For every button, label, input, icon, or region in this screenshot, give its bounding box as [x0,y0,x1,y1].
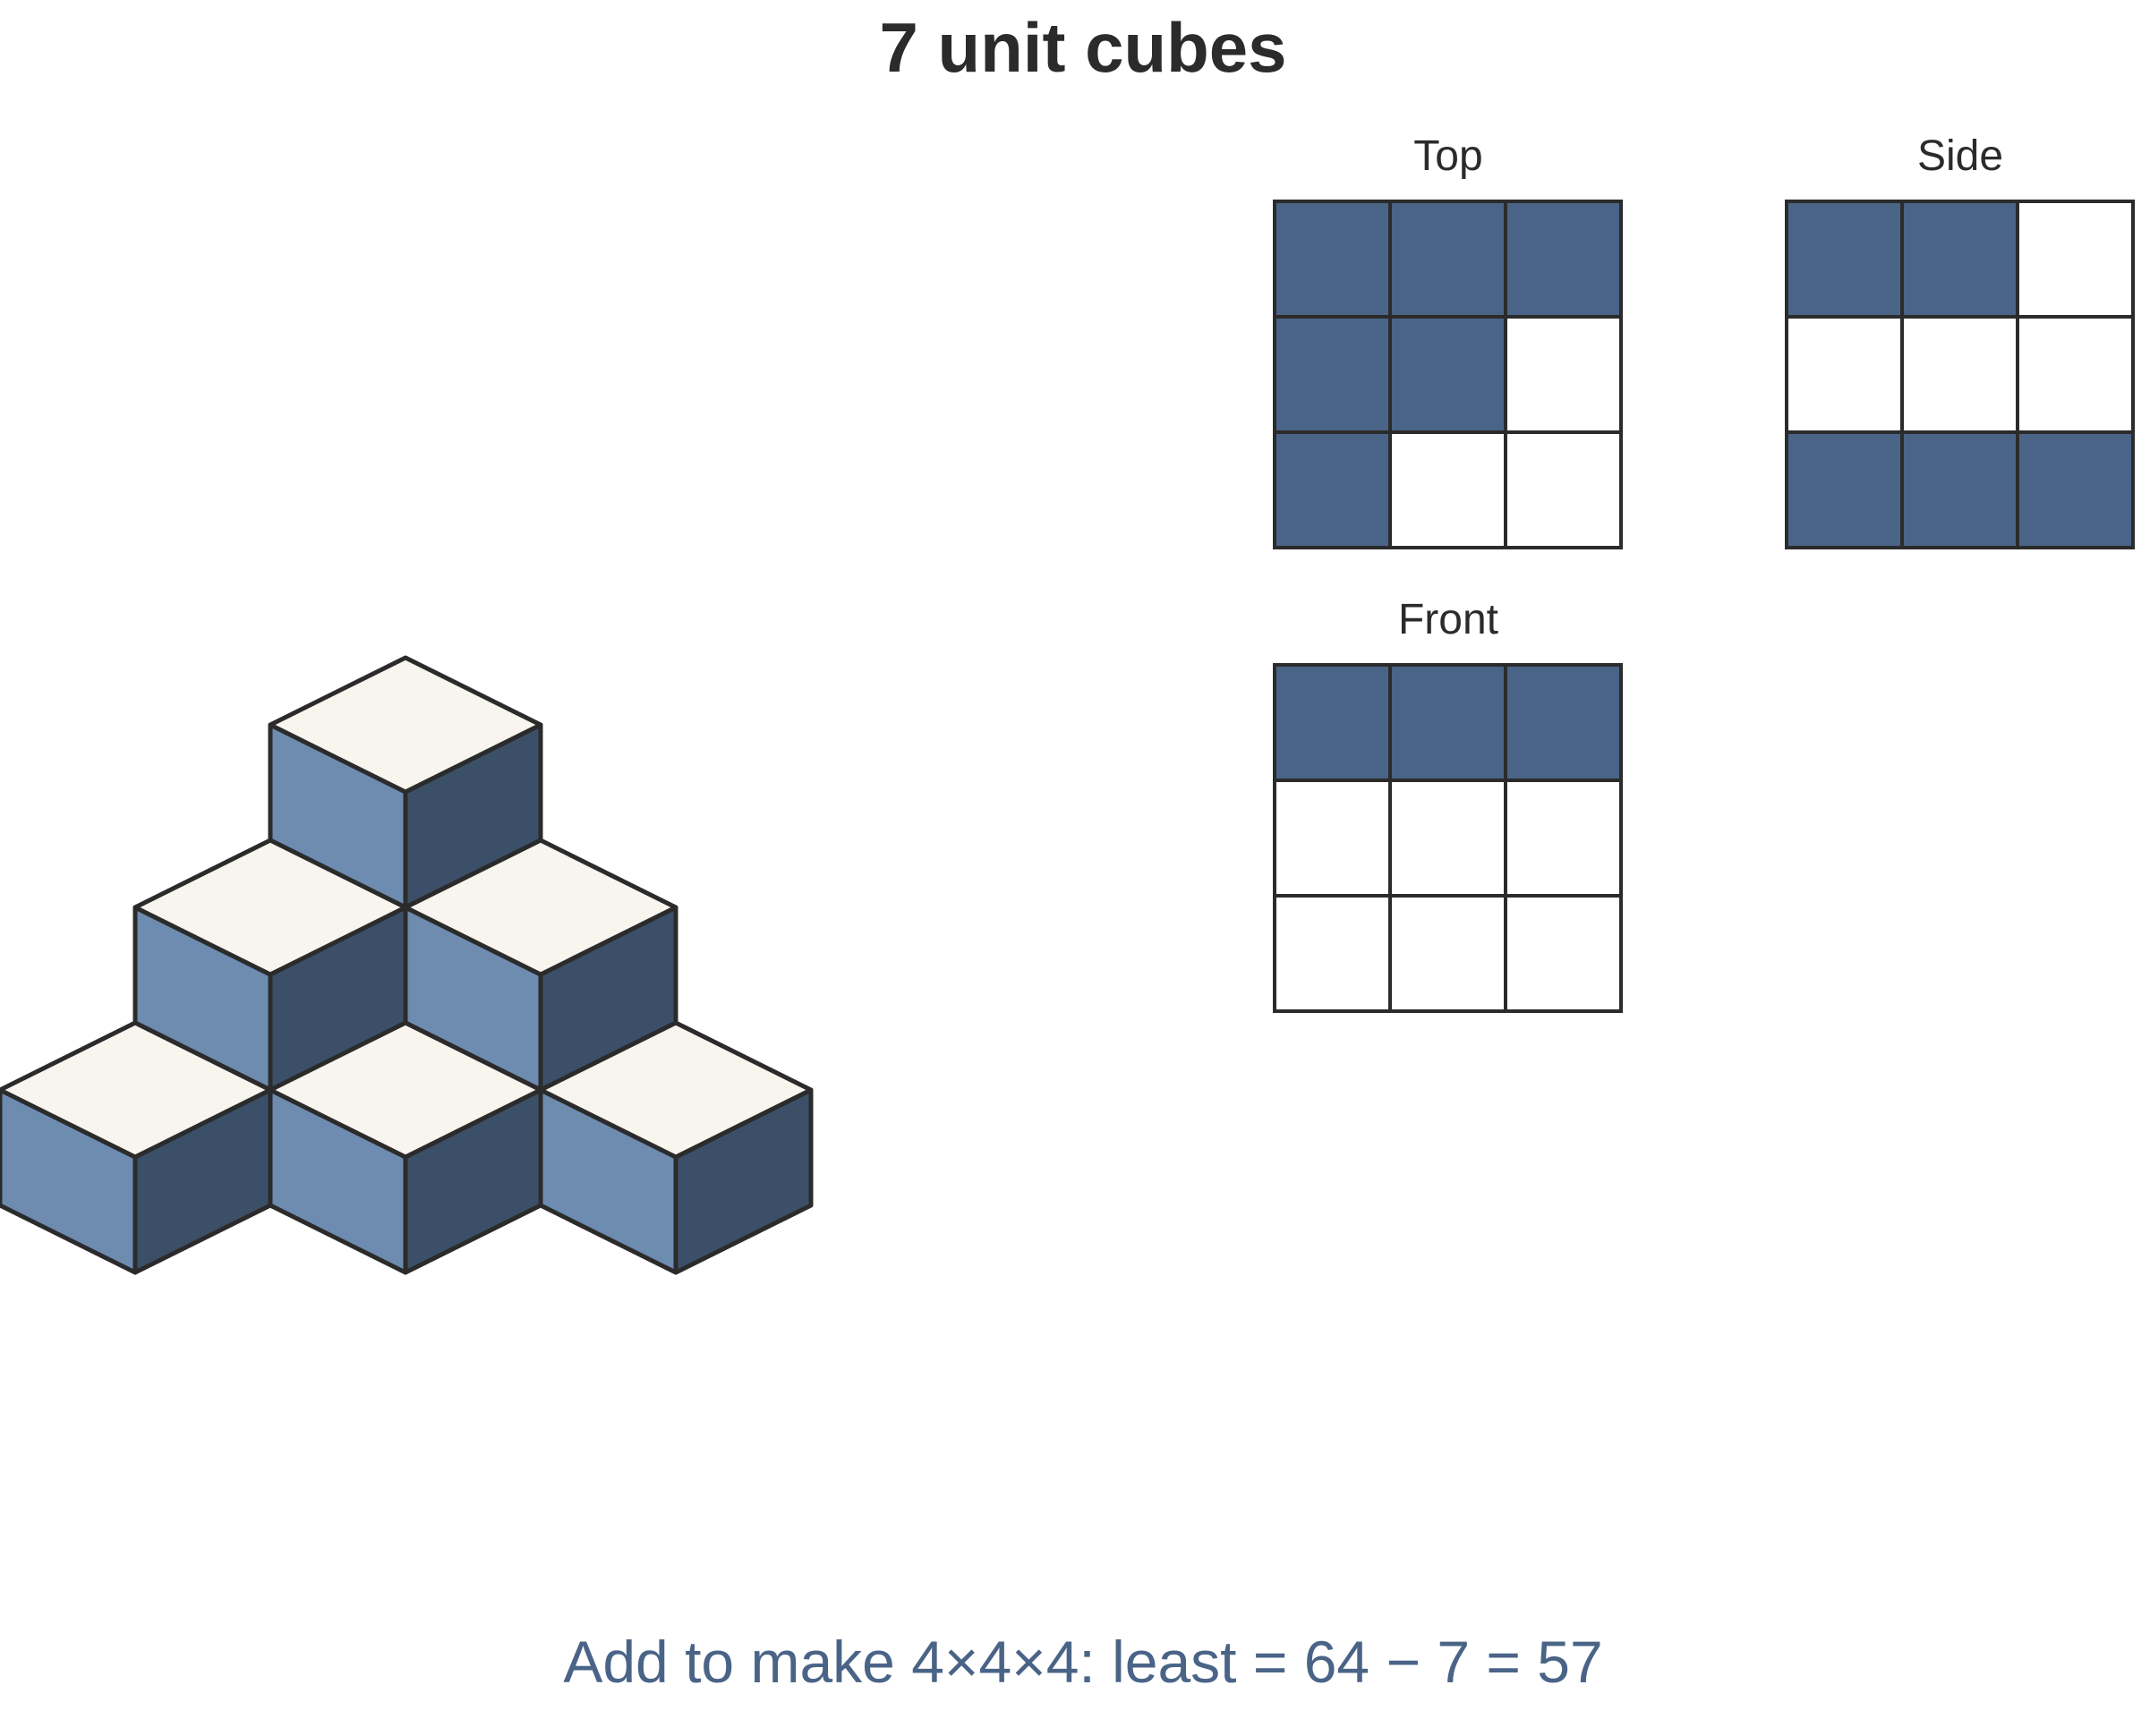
top-view-cell [1504,200,1623,319]
side-view-cell [1785,430,1904,549]
side-view-label: Side [1917,132,2003,180]
top-view: Top [1273,132,1623,549]
front-view-cell [1273,779,1392,898]
unit-cube [538,1020,814,1275]
top-view-cell [1388,200,1507,319]
top-view-cell [1388,430,1507,549]
front-view-cell [1504,663,1623,782]
diagram-title: 7 unit cubes [879,8,1286,87]
top-view-grid [1273,200,1623,549]
top-view-cell [1273,315,1392,434]
side-view-cell [1785,315,1904,434]
cube-stack [0,655,814,1275]
unit-cube [268,1020,543,1275]
top-view-label: Top [1413,132,1482,180]
cube-top-face [268,655,543,795]
side-view-cell [1900,430,2019,549]
front-view-cell [1388,779,1507,898]
front-view: Front [1273,596,1623,1013]
top-view-cell [1273,430,1392,549]
side-view-cell [1900,315,2019,434]
front-view-cell [1388,894,1507,1013]
unit-cube [132,838,408,1093]
front-view-cell [1273,663,1392,782]
front-view-grid [1273,663,1623,1013]
cube-top-face [268,1020,543,1160]
cube-top-face [403,838,678,977]
top-view-cell [1388,315,1507,434]
top-view-cell [1273,200,1392,319]
side-view-cell [1785,200,1904,319]
front-view-label: Front [1398,596,1498,643]
top-view-cell [1504,315,1623,434]
front-view-cell [1273,894,1392,1013]
side-view-cell [2016,200,2135,319]
side-view-cell [2016,430,2135,549]
side-view-grid [1785,200,2135,549]
unit-cube [403,838,678,1093]
front-view-cell [1504,894,1623,1013]
caption: Add to make 4×4×4: least = 64 − 7 = 57 [563,1629,1602,1695]
side-view: Side [1785,132,2135,549]
front-view-cell [1388,663,1507,782]
side-view-cell [2016,315,2135,434]
side-view-cell [1900,200,2019,319]
cube-top-face [0,1020,273,1160]
front-view-cell [1504,779,1623,898]
cube-top-face [132,838,408,977]
cube-top-face [538,1020,814,1160]
unit-cube [0,1020,273,1275]
top-view-cell [1504,430,1623,549]
